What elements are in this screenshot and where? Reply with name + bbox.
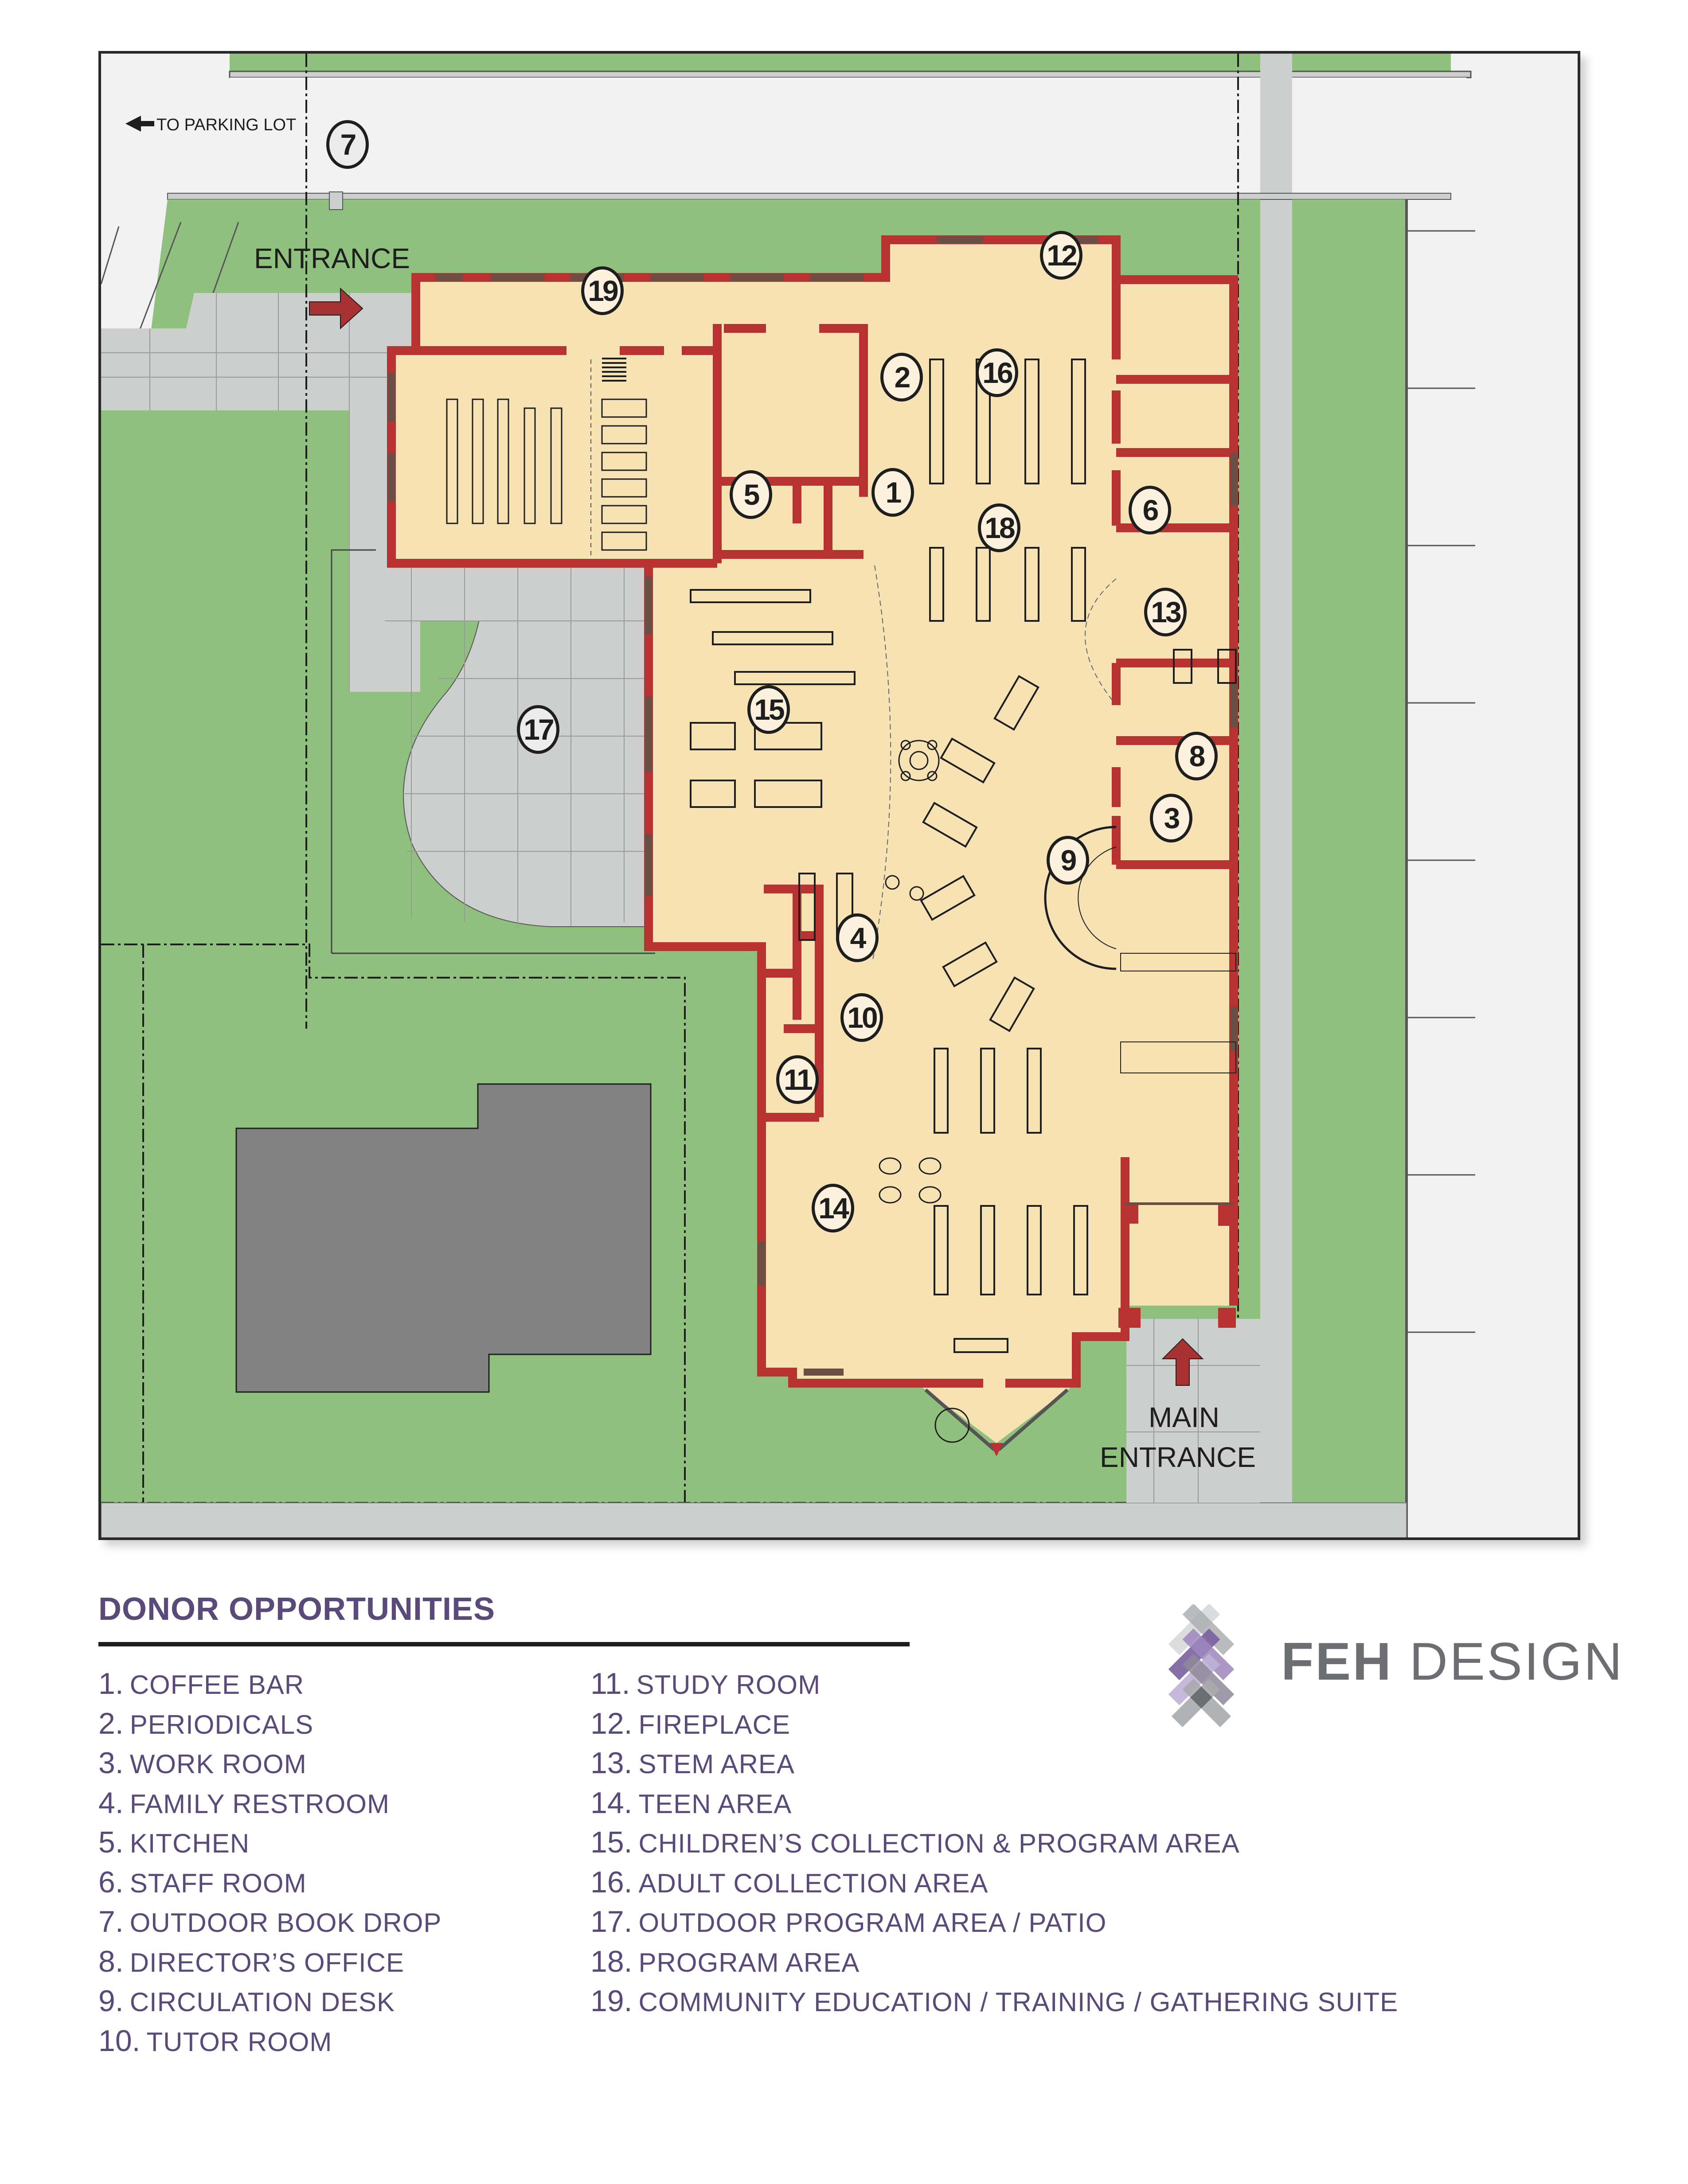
main-entrance-label-line1: MAIN xyxy=(1149,1401,1219,1433)
legend-item: 9.CIRCULATION DESK xyxy=(98,1984,395,2018)
legend-item: 14.TEEN AREA xyxy=(590,1786,792,1820)
room-tag-12[interactable]: 12 xyxy=(1040,231,1082,280)
legend-item: 13.STEM AREA xyxy=(590,1746,795,1780)
room-tag-11[interactable]: 11 xyxy=(776,1055,819,1104)
room-tag-1[interactable]: 1 xyxy=(871,468,914,517)
legend-item: 5.KITCHEN xyxy=(98,1825,250,1859)
legend-item: 19.COMMUNITY EDUCATION / TRAINING / GATH… xyxy=(590,1984,1399,2018)
room-tag-7[interactable]: 7 xyxy=(326,120,369,169)
side-entrance-label: ENTRANCE xyxy=(254,242,410,274)
legend-item: 15.CHILDREN’S COLLECTION & PROGRAM AREA xyxy=(590,1825,1240,1859)
room-tag-13[interactable]: 13 xyxy=(1144,588,1187,636)
legend-item: 11.STUDY ROOM xyxy=(590,1667,821,1700)
donor-legend: DONOR OPPORTUNITIES 1.COFFEE BAR 2.PERIO… xyxy=(98,1587,1606,2118)
to-parking-lot-label: TO PARKING LOT xyxy=(156,116,297,134)
room-tag-4[interactable]: 4 xyxy=(836,913,879,962)
legend-item: 12.FIREPLACE xyxy=(590,1706,790,1740)
room-tag-14[interactable]: 14 xyxy=(812,1184,854,1232)
legend-column-right: 11.STUDY ROOM 12.FIREPLACE 13.STEM AREA … xyxy=(590,1666,1398,2024)
room-tag-15[interactable]: 15 xyxy=(747,685,790,734)
legend-item: 4.FAMILY RESTROOM xyxy=(98,1786,390,1820)
legend-item: 16.ADULT COLLECTION AREA xyxy=(590,1865,989,1899)
legend-item: 1.COFFEE BAR xyxy=(98,1667,305,1700)
room-tag-5[interactable]: 5 xyxy=(730,470,772,519)
room-tag-3[interactable]: 3 xyxy=(1150,794,1192,842)
legend-column-left: 1.COFFEE BAR 2.PERIODICALS 3.WORK ROOM 4… xyxy=(98,1666,442,2063)
room-tag-19[interactable]: 19 xyxy=(581,266,624,315)
main-entrance-label-line2: ENTRANCE xyxy=(1100,1441,1256,1473)
legend-item: 2.PERIODICALS xyxy=(98,1706,314,1740)
feh-design-logo: FEH DESIGN xyxy=(1135,1604,1622,1737)
legend-item: 8.DIRECTOR’S OFFICE xyxy=(98,1944,404,1978)
logo-wordmark: FEH DESIGN xyxy=(1281,1632,1624,1691)
site-plan: TO PARKING LOT ENTRANCE MAIN ENTRANCE 1 … xyxy=(98,51,1580,1540)
room-tag-6[interactable]: 6 xyxy=(1129,486,1171,534)
legend-item: 17.OUTDOOR PROGRAM AREA / PATIO xyxy=(590,1905,1107,1938)
legend-item: 10.TUTOR ROOM xyxy=(98,2024,332,2058)
legend-item: 6.STAFF ROOM xyxy=(98,1865,307,1899)
room-tag-2[interactable]: 2 xyxy=(880,353,923,402)
legend-item: 7.OUTDOOR BOOK DROP xyxy=(98,1905,442,1938)
legend-title: DONOR OPPORTUNITIES xyxy=(98,1591,496,1627)
room-tag-16[interactable]: 16 xyxy=(976,348,1018,397)
legend-item: 3.WORK ROOM xyxy=(98,1746,307,1780)
room-tag-18[interactable]: 18 xyxy=(978,503,1020,552)
legend-divider xyxy=(98,1642,910,1646)
room-tag-10[interactable]: 10 xyxy=(840,993,883,1042)
room-tag-9[interactable]: 9 xyxy=(1047,836,1089,885)
legend-item: 18.PROGRAM AREA xyxy=(590,1944,860,1978)
room-tag-17[interactable]: 17 xyxy=(517,705,559,754)
room-tag-8[interactable]: 8 xyxy=(1175,732,1218,780)
floor-plan-drawing xyxy=(101,54,1475,1537)
logo-mark-icon xyxy=(1168,1604,1235,1728)
